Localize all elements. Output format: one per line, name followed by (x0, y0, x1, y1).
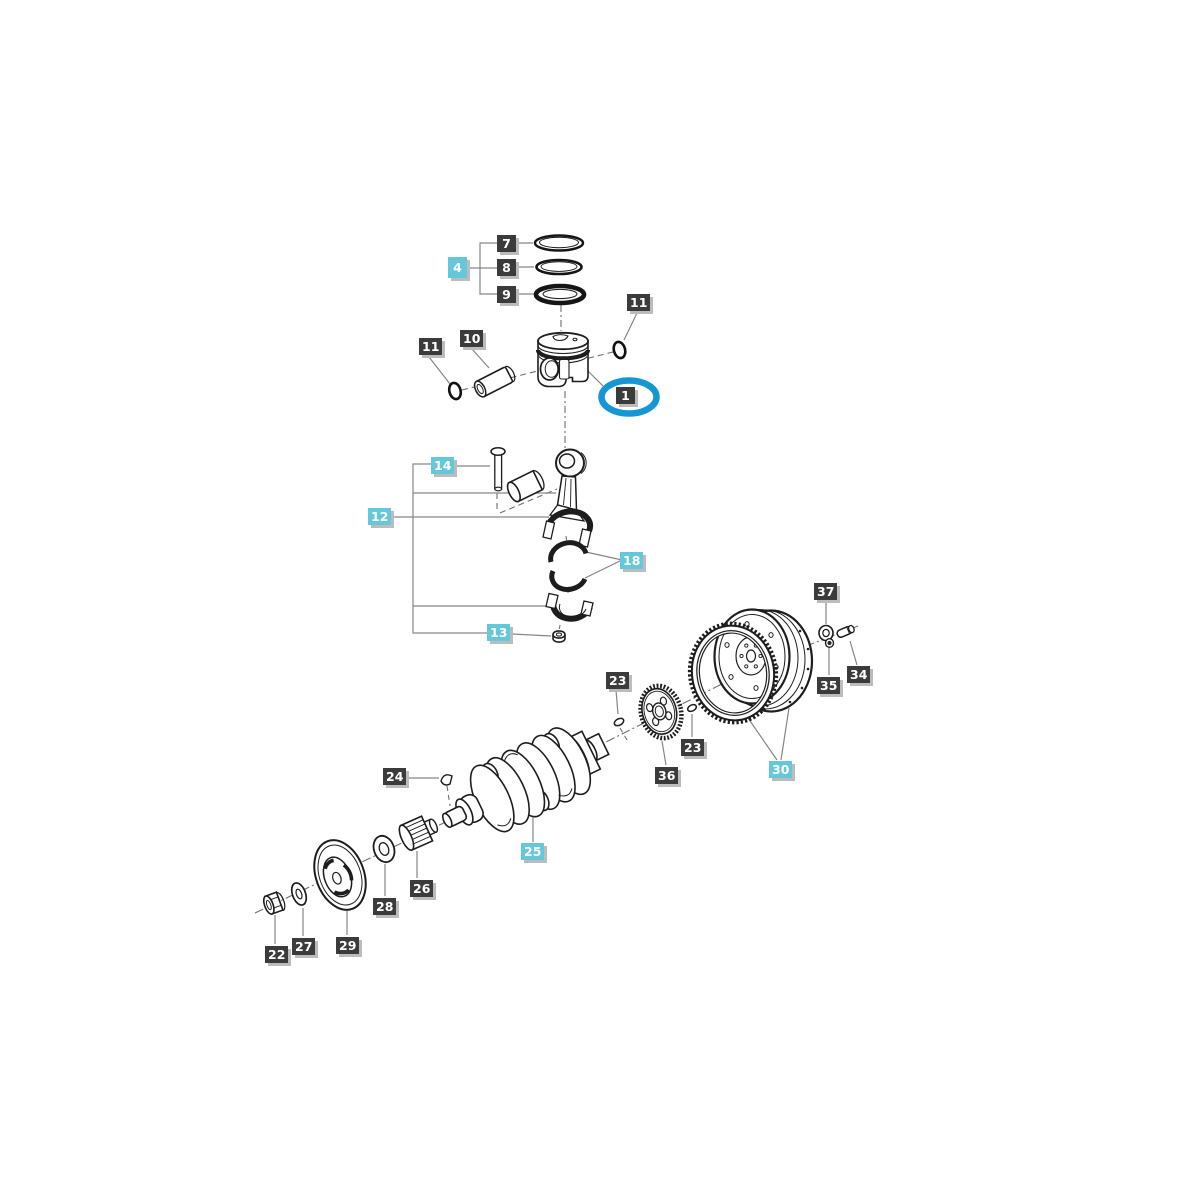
bearings-leader (584, 551, 624, 579)
part-label-rod-bearings: 18 (620, 552, 644, 569)
snap-ring-left-drawing (447, 381, 463, 401)
part-label-pulley: 29 (336, 937, 360, 954)
flywheel-hardware (818, 624, 855, 649)
part-label-ring-set: 4 (448, 257, 467, 278)
part-label-snap-ring-right: 11 (627, 294, 651, 311)
washer-inner-drawing (372, 834, 396, 864)
part-label-washer-inner: 28 (373, 898, 397, 915)
part-label-flywheel-lock: 35 (817, 677, 841, 694)
part-label-rod-bolt: 14 (431, 457, 455, 474)
rod-bushing-drawing (506, 469, 545, 503)
rod-bolt-drawing (490, 446, 506, 492)
part-label-washer-outer: 27 (292, 938, 316, 955)
part-label-flywheel-washer: 37 (814, 583, 838, 600)
part-label-flywheel-ring: 30 (769, 761, 793, 778)
piston-pin-drawing (473, 365, 516, 398)
crank-nut-drawing (262, 891, 286, 916)
piston-rings-drawing (533, 234, 587, 306)
part-label-rod-cap-nut: 13 (487, 624, 511, 641)
part-label-ring-mid: 8 (497, 259, 516, 276)
part-label-ring-top: 7 (497, 235, 516, 252)
crank-key-front-drawing (440, 774, 453, 786)
rod-bearings-drawing (548, 540, 589, 592)
crankshaft-drawing (441, 727, 610, 833)
piston-drawing (535, 331, 591, 388)
part-label-ring-oil: 9 (497, 286, 516, 303)
pulley-drawing (313, 839, 367, 911)
rear-key-b-drawing (686, 703, 698, 713)
part-label-crank-key-front: 24 (383, 768, 407, 785)
part-label-crankshaft: 25 (521, 843, 545, 860)
connecting-rod-drawing (542, 448, 594, 548)
crank-gear-front-drawing (398, 815, 439, 852)
part-label-snap-ring-left: 11 (419, 338, 443, 355)
snap-ring-right-drawing (612, 340, 627, 360)
flywheel-rim-marks (788, 629, 810, 704)
highlight-ellipse (598, 377, 660, 417)
part-label-crank-gear-front: 26 (410, 880, 434, 897)
part-label-piston-pin: 10 (460, 330, 484, 347)
flywheel-bolt-drawing (836, 624, 855, 639)
ring-set-bracket (479, 242, 497, 295)
rear-key-a-drawing (613, 717, 625, 727)
rear-gear-drawing (638, 683, 684, 741)
ring-gear-drawing (687, 621, 779, 725)
part-label-crank-gear-rear: 36 (655, 767, 679, 784)
bearing-cap-drawing (545, 592, 594, 622)
rod-cap-nut-drawing (552, 630, 566, 643)
rod-group-bracket (412, 463, 488, 634)
part-label-rear-key-a: 23 (606, 672, 630, 689)
part-label-crank-nut: 22 (265, 946, 289, 963)
part-label-rear-key-b: 23 (681, 739, 705, 756)
leader-lines (274, 242, 858, 944)
part-label-piston: 1 (616, 387, 635, 404)
washer-outer-drawing (290, 882, 308, 906)
part-label-connecting-rod: 12 (368, 508, 392, 525)
part-label-flywheel-bolt: 34 (847, 666, 871, 683)
